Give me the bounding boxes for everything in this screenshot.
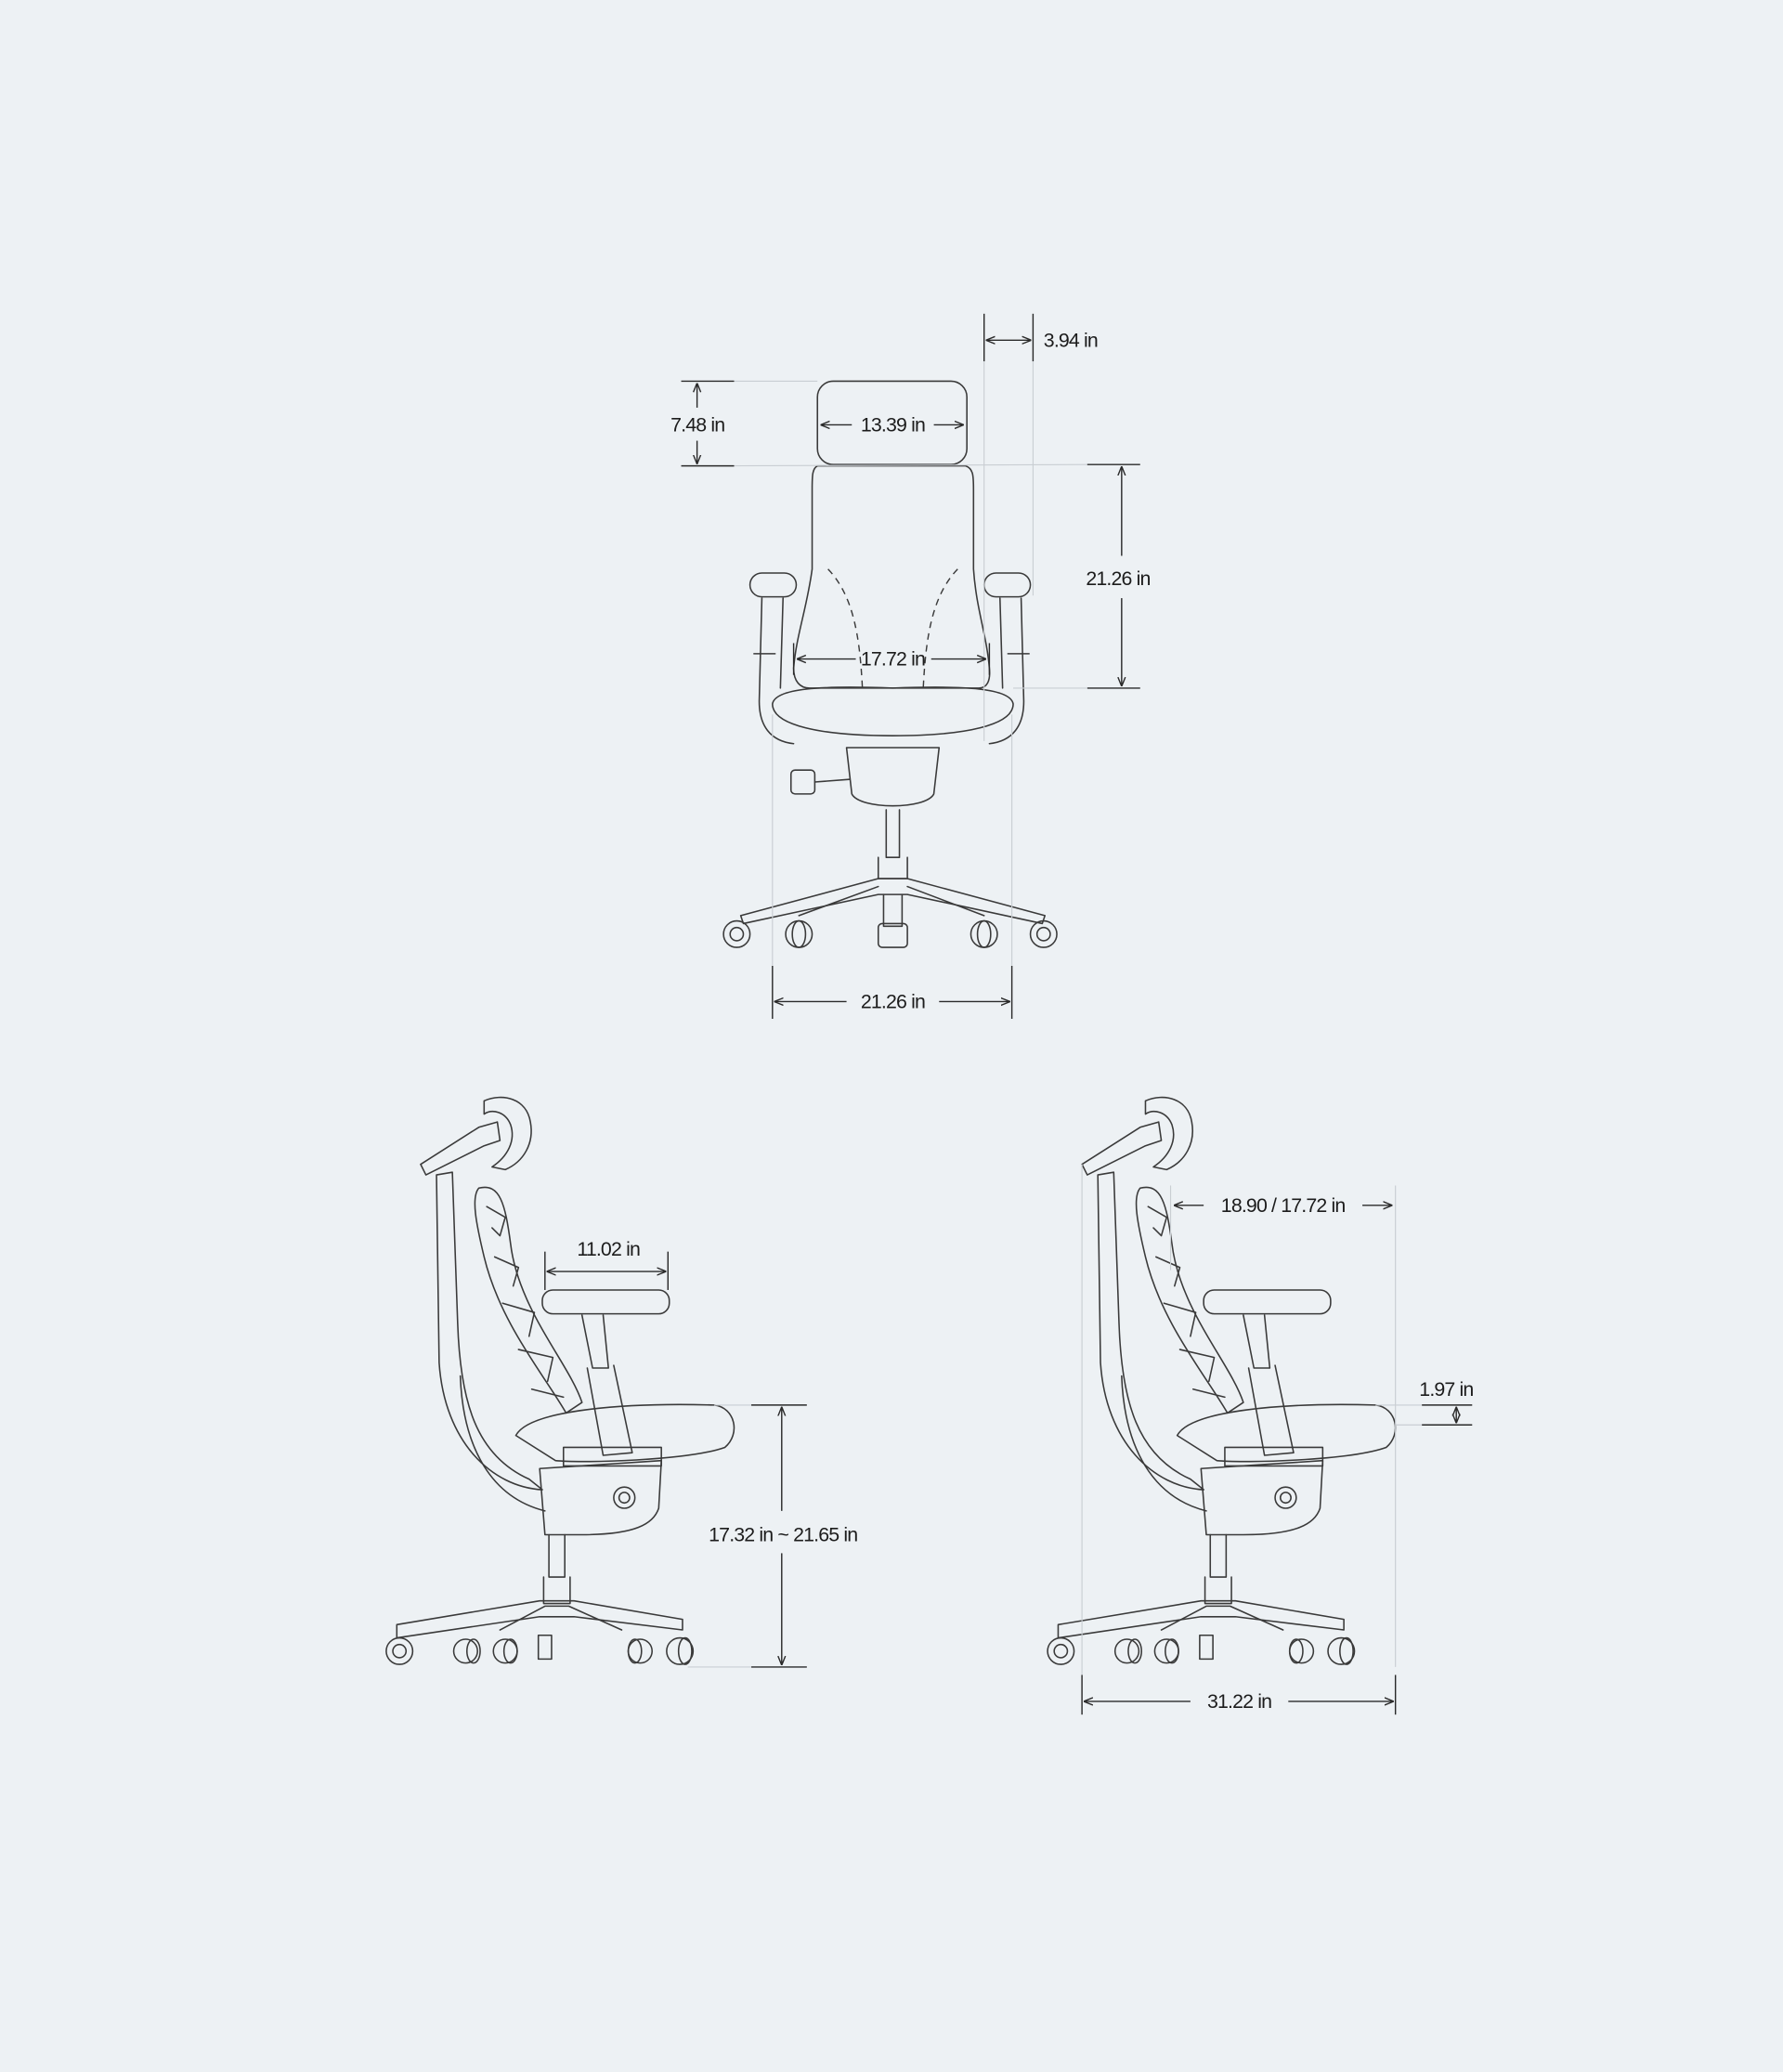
- armrest-depth-label: 11.02 in: [577, 1238, 640, 1260]
- dimension-backrest-width: 17.72 in: [792, 643, 991, 675]
- dimension-backrest-height: 21.26 in: [1013, 463, 1151, 689]
- dimension-seat-depth: 18.90 / 17.72 in: [1169, 1185, 1397, 1667]
- backrest-width-label: 17.72 in: [861, 648, 925, 671]
- overall-depth-label: 31.22 in: [1207, 1690, 1271, 1713]
- base-width-label: 21.26 in: [861, 991, 925, 1013]
- dimension-headrest-width: 13.39 in: [822, 414, 963, 437]
- dimension-seat-height: 17.32 in ~ 21.65 in: [687, 1404, 858, 1668]
- side-view-left-chair: [385, 1096, 735, 1665]
- backrest-height-label: 21.26 in: [1086, 567, 1150, 590]
- dimension-headrest-offset: 3.94 in: [983, 313, 1099, 741]
- seat-depth-label: 18.90 / 17.72 in: [1221, 1194, 1346, 1217]
- seat-slide-label: 1.97 in: [1419, 1378, 1473, 1401]
- dimension-headrest-height: 7.48 in: [670, 380, 1087, 467]
- dimension-overall-depth: 31.22 in: [1081, 1164, 1397, 1715]
- seat-height-label: 17.32 in ~ 21.65 in: [709, 1524, 857, 1546]
- front-view-chair: [722, 380, 1058, 948]
- headrest-offset-label: 3.94 in: [1044, 329, 1098, 351]
- headrest-width-label: 13.39 in: [861, 414, 925, 437]
- dimension-armrest-depth: 11.02 in: [544, 1238, 669, 1290]
- dimension-base-width: 21.26 in: [772, 714, 1013, 1019]
- side-view-right-chair: [1047, 1096, 1397, 1665]
- dimension-seat-slide: 1.97 in: [1375, 1378, 1474, 1426]
- headrest-height-label: 7.48 in: [670, 414, 724, 437]
